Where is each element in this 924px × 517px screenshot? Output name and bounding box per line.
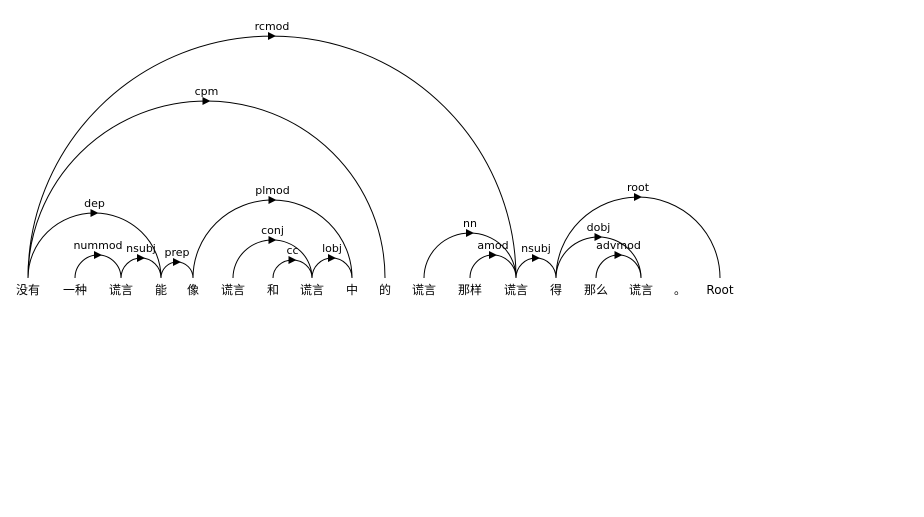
arc-rcmod: rcmod xyxy=(27,20,517,279)
token-3: 能 xyxy=(155,283,167,297)
arc-label: nn xyxy=(463,217,477,230)
arc-advmod: advmod xyxy=(595,239,642,279)
arc-arrowhead xyxy=(137,254,145,262)
arc-arrowhead xyxy=(614,251,623,259)
token-12: 谎言 xyxy=(504,283,528,297)
arc-cc: cc xyxy=(272,244,313,279)
arc-label: nsubj xyxy=(521,242,551,255)
arc-arrowhead xyxy=(594,233,603,241)
arc-label: dobj xyxy=(587,221,611,234)
arc-cpm: cpm xyxy=(27,85,386,279)
arc-label: root xyxy=(627,181,650,194)
arc-arrowhead xyxy=(466,229,474,237)
arc-arrowhead xyxy=(288,256,297,264)
token-16: 。 xyxy=(674,283,686,297)
arc-arrowhead xyxy=(94,251,102,259)
arc-label: lobj xyxy=(322,242,342,255)
arc-label: rcmod xyxy=(255,20,290,33)
arc-prep: prep xyxy=(160,246,194,279)
arc-line xyxy=(595,254,642,279)
arc-arrowhead xyxy=(328,254,336,262)
token-row: 没有 一种 谎言 能 像 谎言 和 谎言 中 的 谎言 那样 谎言 得 那么 谎言 。 Root xyxy=(16,282,734,297)
arc-arrowhead xyxy=(268,32,276,40)
token-13: 得 xyxy=(550,282,562,297)
arc-label: advmod xyxy=(596,239,641,252)
arc-root: root xyxy=(555,181,721,279)
arc-label: plmod xyxy=(255,184,289,197)
token-8: 中 xyxy=(346,282,358,297)
arc-label: cpm xyxy=(195,85,219,98)
arc-amod: amod xyxy=(469,239,517,279)
arc-arrowhead xyxy=(268,236,277,244)
token-2: 谎言 xyxy=(109,283,133,297)
arc-line xyxy=(232,239,313,279)
arc-line xyxy=(469,254,517,279)
arc-label: amod xyxy=(477,239,508,252)
token-1: 一种 xyxy=(63,283,87,297)
arc-arrowhead xyxy=(202,97,211,105)
arc-nummod: nummod xyxy=(73,239,123,279)
arc-label: prep xyxy=(164,246,189,259)
token-5: 谎言 xyxy=(221,283,245,297)
token-10: 谎言 xyxy=(412,283,436,297)
token-7: 谎言 xyxy=(300,283,324,297)
token-11: 那样 xyxy=(458,282,482,297)
arc-plmod: plmod xyxy=(192,184,353,279)
token-0: 没有 xyxy=(16,282,40,297)
arc-conj: conj xyxy=(232,224,313,279)
arc-arrowhead xyxy=(173,258,181,266)
arc-line xyxy=(74,254,122,279)
token-4: 像 xyxy=(187,283,199,297)
token-15: 谎言 xyxy=(629,283,653,297)
token-9: 的 xyxy=(379,282,391,297)
arc-line xyxy=(120,257,162,279)
arc-dobj: dobj xyxy=(555,221,642,279)
arc-line xyxy=(160,261,194,279)
arc-label: nummod xyxy=(73,239,122,252)
arc-arrowhead xyxy=(489,251,497,259)
arc-arrowhead xyxy=(268,196,277,204)
arc-line xyxy=(515,257,557,279)
arc-arrowhead xyxy=(532,254,540,262)
arc-label: cc xyxy=(286,244,298,257)
arc-lobj: lobj xyxy=(311,242,353,279)
token-14: 那么 xyxy=(584,283,608,297)
token-17: Root xyxy=(706,283,733,297)
arc-label: conj xyxy=(261,224,284,237)
arc-arrowhead xyxy=(90,209,99,217)
arc-nsubj: nsubj xyxy=(515,242,557,279)
arc-nsubj: nsubj xyxy=(120,242,162,279)
arc-nn: nn xyxy=(423,217,517,279)
arc-line xyxy=(311,257,353,279)
arc-arrowhead xyxy=(634,193,642,201)
token-6: 和 xyxy=(267,283,279,297)
arc-dep: dep xyxy=(27,197,162,279)
arc-line xyxy=(272,259,313,279)
arc-label: nsubj xyxy=(126,242,156,255)
arc-label: dep xyxy=(84,197,105,210)
